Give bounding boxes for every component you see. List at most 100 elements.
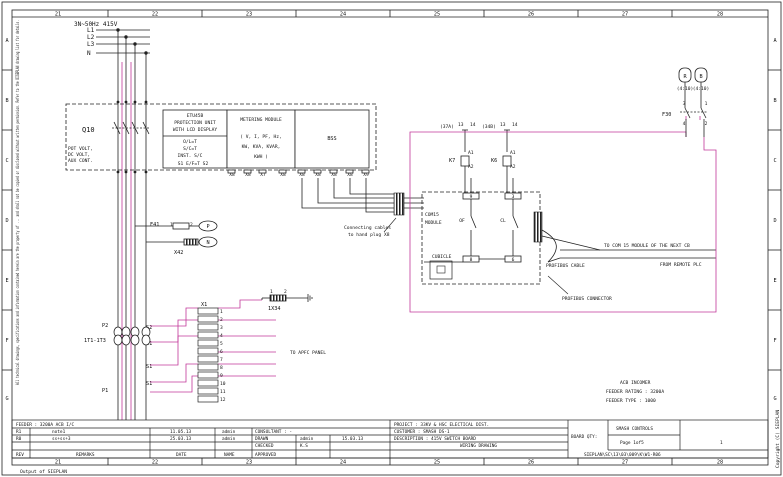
col-label-26-bottom: 26 (528, 460, 534, 466)
aux-plug-x42: X42 (174, 250, 183, 256)
fuse-f41-body (135, 222, 200, 246)
ct-cores (113, 326, 151, 346)
lamp-p: P (206, 224, 209, 230)
col-label-26: 26 (528, 12, 534, 18)
tb-date-1: 11.05.13 (170, 429, 192, 435)
ct-block-num-2: 2 (220, 317, 223, 323)
svg-text:X8: X8 (280, 172, 286, 178)
tb-feeder: FEEDER : 3200A ACB I/C (16, 422, 75, 428)
fuse-node-b: B (699, 74, 702, 80)
tb-consultant: CONSULTANT : - (255, 429, 292, 435)
tb-rev-2: R0 (16, 436, 22, 442)
tb-name-1: admin (222, 429, 236, 435)
relay-k6-term-13: 13 (500, 122, 506, 128)
tb-rev-1: R1 (16, 429, 22, 435)
col-label-24-bottom: 24 (340, 460, 346, 466)
tb-description: DESCRIPTION : 415V SWITCH BOARD (394, 436, 476, 442)
com15-term-top-2: 3 (512, 194, 515, 200)
col-label-21-bottom: 21 (55, 460, 61, 466)
svg-text:X8: X8 (347, 172, 353, 178)
svg-text:X7: X7 (260, 172, 266, 178)
fuse-f30-term-1: 1 (705, 101, 708, 107)
ct-block-num-8: 8 (220, 365, 223, 371)
next-cb-link: TO COM 15 MODULE OF THE NEXT CB (604, 243, 690, 249)
phase-label-l2: L2 (87, 34, 95, 41)
cable-note-2: to hand plug X8 (348, 232, 390, 238)
relay-k7-ref: (37A) (440, 124, 454, 130)
row-label-g: G (5, 396, 8, 402)
fuse-f30-nodes (678, 67, 708, 83)
tb-page: Page 1of5 (620, 440, 644, 446)
ct-block-num-10: 10 (220, 381, 226, 387)
tb-date-head: DATE (176, 452, 187, 458)
contact-cl: CL (500, 218, 506, 224)
protection-title-1: ETU45B (187, 113, 204, 119)
col-label-23: 23 (246, 12, 252, 18)
breaker-contacts (112, 121, 150, 135)
ct-block-num-6: 6 (220, 349, 223, 355)
metering-line-2: KW, KVA, KVAR, (242, 144, 281, 150)
fuse-f41-id: F41 (150, 222, 159, 228)
fuse-node-r: R (683, 74, 687, 80)
col-label-25: 25 (434, 12, 440, 18)
ct-block-num-11: 11 (220, 389, 226, 395)
row-label-f: F (5, 338, 8, 344)
profibus-cable-label: PROFIBUS CABLE (546, 263, 585, 269)
com15-internal-contacts (462, 192, 522, 263)
row-label-b-right: B (773, 98, 776, 104)
row-label-f-right: F (773, 338, 776, 344)
row-label-e-right: E (773, 278, 776, 284)
profibus-port (533, 211, 543, 243)
ct-block-num-5: 5 (220, 341, 223, 347)
control-wiring (409, 116, 717, 313)
tb-drawing: WIRING DRAWING (460, 443, 497, 449)
col-label-28: 28 (717, 12, 723, 18)
title-block (11, 419, 769, 459)
svg-text:X8: X8 (331, 172, 337, 178)
breaker-terminal-strip: X8 X8 X7 X8 X8 X8 X8 X8 X9 (229, 172, 369, 178)
col-label-28-bottom: 28 (717, 460, 723, 466)
profibus-connector-label: PROFIBUS CONNECTOR (562, 296, 612, 302)
tb-approved: APPROVED (255, 452, 277, 458)
fuse-f41-term-1: 1 (170, 222, 173, 228)
ct-id: 1T1-1T3 (84, 338, 106, 344)
ct-plug-label: 1X34 (268, 306, 281, 312)
relay-k7-a1: A1 (468, 150, 474, 156)
ct-secondary-wiring (150, 299, 276, 393)
protection-line-4: S1 E/F=T S2 (178, 161, 209, 167)
tb-board-qty: BOARD QTY: (571, 434, 597, 440)
row-label-g-right: G (773, 396, 776, 402)
com-cable-bundle (301, 178, 424, 213)
row-label-a: A (5, 38, 9, 44)
tb-remarks-2: ss+ss+3 (52, 436, 71, 442)
ct-block-num-7: 7 (220, 357, 223, 363)
protection-title-2: PROTECTION UNIT (174, 120, 216, 126)
feeder-info-1: ACB INCOMER (620, 380, 651, 386)
relay-k6-a2: A2 (510, 164, 516, 170)
remote-plc-label: FROM REMOTE PLC (660, 262, 702, 268)
breaker-id: Q10 (82, 126, 95, 134)
col-label-27-bottom: 27 (622, 460, 628, 466)
relay-contacts (460, 129, 514, 193)
ct-block-num-4: 4 (220, 333, 223, 339)
ct-s1-a: S1 (146, 341, 152, 347)
indicator-lamps (198, 220, 218, 248)
tb-rev-head: REV (16, 452, 24, 458)
phase-label-l1: L1 (87, 27, 95, 34)
com15-title-1: COM15 (425, 212, 439, 218)
phase-label-n: N (87, 50, 91, 57)
breaker-note-2: DC VOLT, (68, 152, 90, 158)
row-label-d-right: D (773, 218, 776, 224)
svg-text:X8: X8 (299, 172, 305, 178)
feeder-info-3: FEEDER TYPE : 1000 (606, 398, 656, 404)
contact-of: OF (459, 218, 465, 224)
row-label-c: C (5, 158, 8, 164)
tb-checked: CHECKED (255, 443, 274, 449)
col-label-27: 27 (622, 12, 628, 18)
ct-terminal-block (197, 307, 219, 403)
busbars (96, 28, 150, 420)
aux-supply-wires (121, 62, 132, 420)
ct-block-num-3: 3 (220, 325, 223, 331)
col-label-22: 22 (152, 12, 158, 18)
